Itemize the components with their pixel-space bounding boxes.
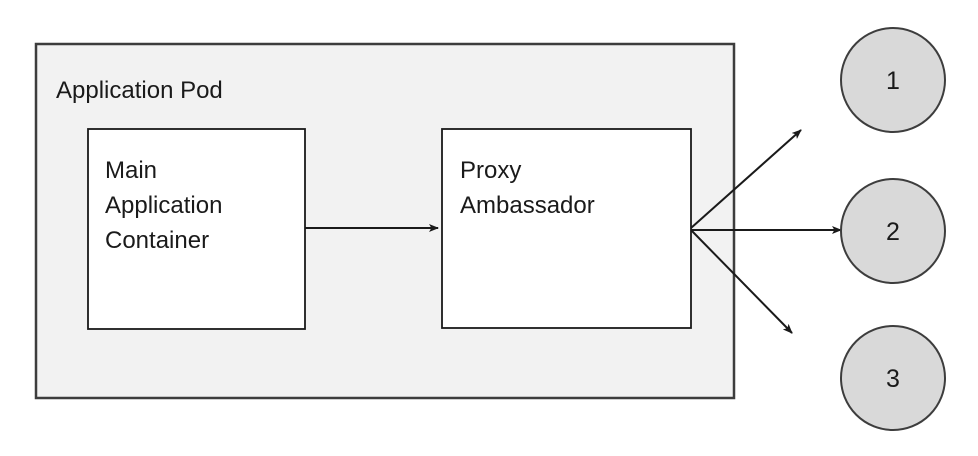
connector-proxy-to-endpoint-1 xyxy=(690,129,802,229)
proxy-ambassador-line-1: Proxy xyxy=(460,157,521,184)
endpoint-1-label: 1 xyxy=(886,67,900,95)
main-application-container-box xyxy=(87,128,306,330)
proxy-ambassador-container: Proxy Ambassador xyxy=(441,128,692,329)
main-application-container: Main Application Container xyxy=(87,128,306,330)
endpoint-2: 2 xyxy=(840,178,946,284)
main-application-container-line-3: Container xyxy=(105,227,209,254)
endpoint-2-label: 2 xyxy=(886,218,900,246)
endpoint-3-circle xyxy=(840,325,946,431)
endpoint-1-circle xyxy=(840,27,946,133)
main-application-container-line-2: Application xyxy=(105,192,222,219)
proxy-ambassador-line-2: Ambassador xyxy=(460,192,595,219)
endpoint-1: 1 xyxy=(840,27,946,133)
connector-proxy-to-endpoint-3 xyxy=(690,229,793,334)
proxy-ambassador-box xyxy=(441,128,692,329)
main-application-container-line-1: Main xyxy=(105,157,157,184)
endpoint-3: 3 xyxy=(840,325,946,431)
endpoint-3-label: 3 xyxy=(886,365,900,393)
endpoint-2-circle xyxy=(840,178,946,284)
application-pod-label: Application Pod xyxy=(56,77,223,104)
